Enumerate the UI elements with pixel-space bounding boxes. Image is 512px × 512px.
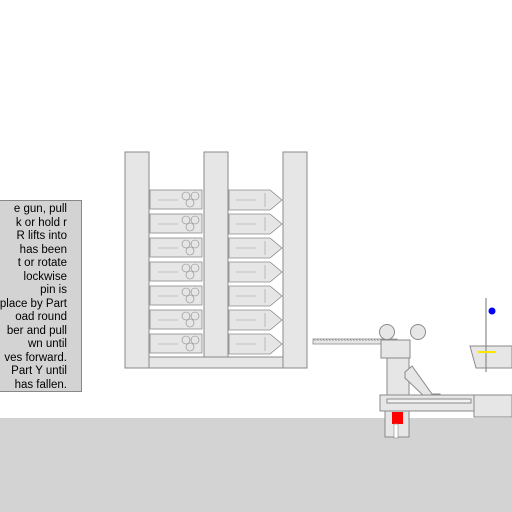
cartridge-icon — [149, 237, 203, 258]
instruction-line: R lifts into — [16, 230, 68, 242]
magazine-frame — [124, 151, 308, 369]
magazine-center-wall — [203, 151, 229, 369]
instruction-line: k or hold r — [15, 216, 67, 229]
gear-roller-icon[interactable] — [379, 324, 395, 340]
blue-dot-icon[interactable] — [488, 307, 496, 315]
instruction-line: wn until — [28, 338, 67, 350]
instruction-line: e gun, pull — [13, 203, 67, 215]
cartridge-icon — [228, 237, 283, 259]
cartridge-icon — [228, 261, 283, 283]
firing-pin-highlight — [392, 412, 403, 424]
left-round-stack — [149, 189, 203, 354]
pin-slot — [393, 423, 399, 439]
cartridge-icon — [228, 309, 283, 331]
cartridge-icon — [149, 261, 203, 282]
trigger-group[interactable] — [469, 298, 512, 372]
cartridge-icon — [149, 213, 203, 234]
instruction-line: pin is — [40, 284, 67, 296]
cartridge-icon — [228, 333, 283, 355]
cartridge-icon — [149, 189, 203, 210]
floor — [0, 418, 512, 512]
instruction-line: has fallen. — [14, 378, 67, 391]
instruction-line: ber and pull — [6, 324, 67, 337]
cartridge-icon — [149, 285, 203, 306]
cartridge-icon — [228, 189, 283, 211]
cartridge-icon — [228, 213, 283, 235]
magazine-right-wall — [282, 151, 308, 369]
cartridge-icon — [228, 285, 283, 307]
magazine-base — [148, 356, 284, 369]
cartridge-icon — [149, 333, 203, 354]
cartridge-icon — [149, 309, 203, 330]
instruction-line: t or rotate — [17, 257, 67, 269]
instruction-line: oad round — [15, 311, 67, 323]
instruction-line: place by Part — [0, 297, 67, 310]
instruction-line: ves forward. — [4, 351, 67, 364]
instruction-line: has been — [19, 243, 67, 256]
gear-roller-icon[interactable] — [410, 324, 426, 340]
magazine-left-wall — [124, 151, 150, 369]
right-round-stack — [228, 189, 283, 355]
instruction-line: lockwise — [23, 270, 67, 283]
instruction-line: Part Y until — [11, 365, 67, 377]
